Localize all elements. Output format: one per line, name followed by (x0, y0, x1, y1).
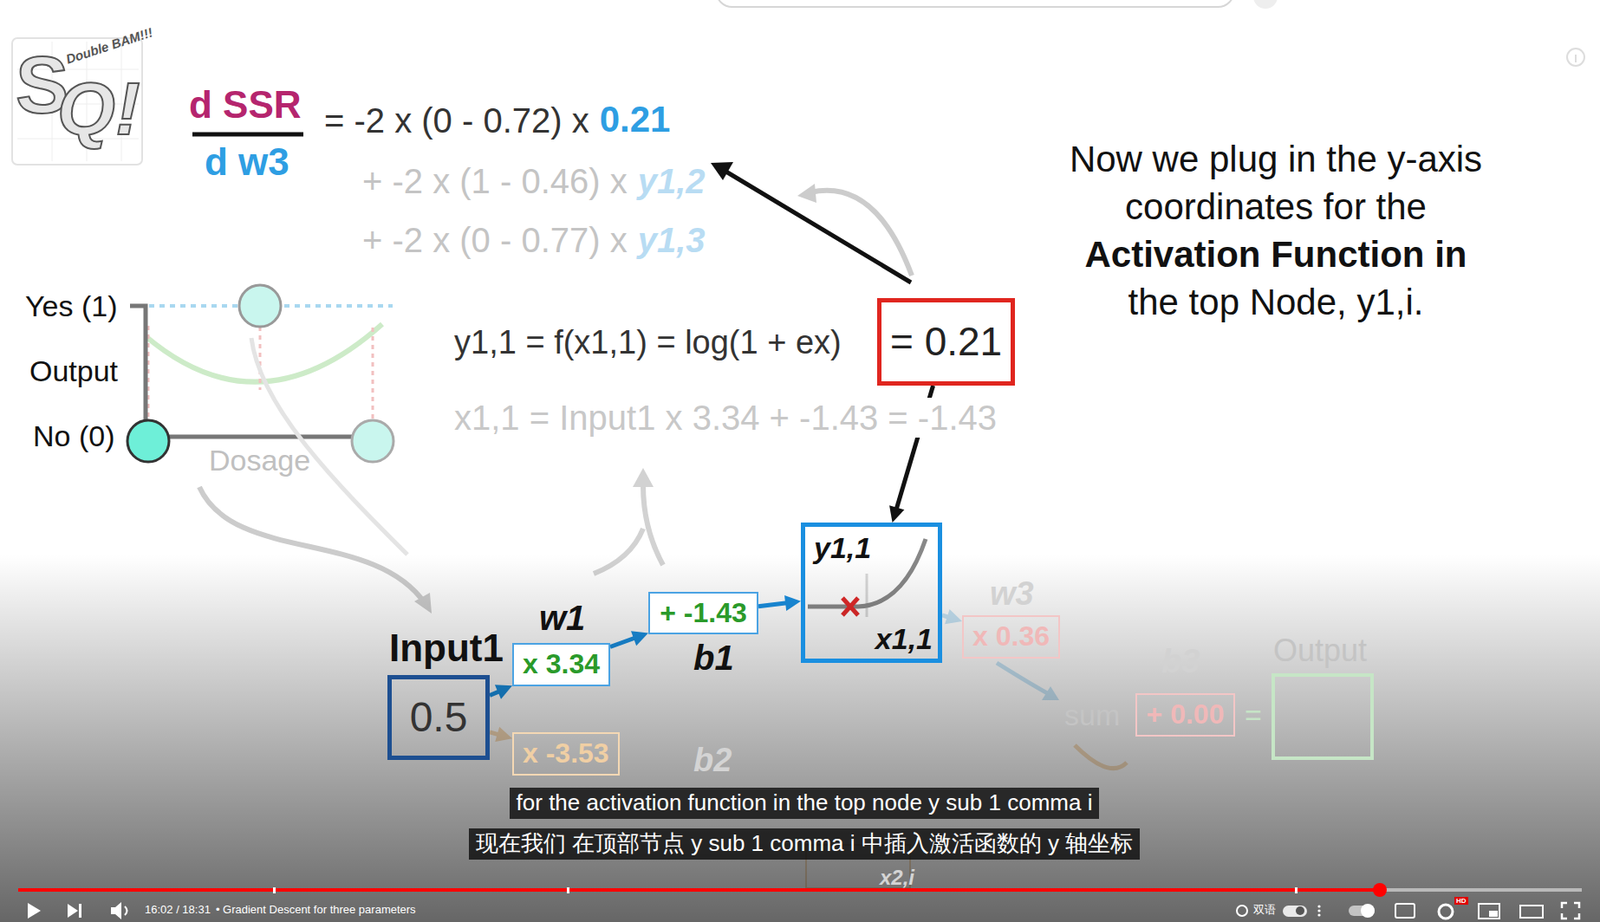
bias-label: b2 (693, 741, 732, 781)
weight-label: w1 (539, 598, 586, 638)
value-box: = 0.21 (877, 298, 1015, 386)
logo-text: Double BAM!!! (64, 24, 155, 67)
data-point (127, 420, 170, 462)
equation-symbol: y1,3 (637, 220, 706, 261)
faded-arrowhead (632, 468, 654, 488)
equation-symbol: y1,2 (637, 161, 706, 202)
leader-arrowhead (710, 162, 734, 181)
chapter-title: • Gradient Descent for three parameters (215, 904, 417, 918)
narration-text: the top Node, y1,i. (1128, 281, 1425, 324)
leader-arrow (724, 170, 911, 283)
chapter-gap (1294, 887, 1298, 894)
bias-box: + 0.00 (1135, 693, 1236, 737)
weight-box: x -3.53 (512, 732, 620, 776)
input-heading: Input1 (389, 627, 504, 670)
data-point (239, 285, 281, 327)
weight-box: x 3.34 (512, 643, 611, 687)
weight-label: w3 (989, 575, 1035, 614)
toggle (1282, 905, 1308, 918)
progress-played (18, 888, 1380, 892)
logo-letter: Q! (57, 65, 141, 152)
equals-sign: = (1244, 698, 1262, 733)
output-box: Output (1271, 673, 1374, 761)
menu-dots (1317, 909, 1321, 912)
narration-text: Activation Function in (1085, 234, 1468, 276)
weight-box: x 0.36 (962, 615, 1061, 659)
weight-value: x 3.34 (522, 649, 600, 680)
chapter-gap (273, 887, 276, 894)
weight-value: x 0.36 (972, 621, 1050, 652)
info-icon (1574, 54, 1577, 63)
axis-label: x1,1 (875, 623, 933, 656)
time-display: 16:02 / 18:31 (144, 904, 211, 918)
subtitle: for the activation function in the top n… (509, 787, 1100, 820)
green-curve (145, 324, 383, 383)
bias-value: + 0.00 (1146, 699, 1225, 730)
activation-node: y1,1 x1,1 (800, 522, 943, 664)
narration-text: coordinates for the (1125, 186, 1427, 228)
play-icon (27, 903, 41, 919)
bias-value: + -1.43 (659, 598, 748, 629)
derivative-denominator: d w3 (204, 140, 290, 185)
toggle (1295, 906, 1305, 916)
bias-box: + -1.43 (648, 591, 759, 635)
equation-value: 0.21 (599, 98, 671, 141)
axis-label: Dosage (208, 443, 311, 478)
hd-badge: HD (1454, 897, 1469, 905)
arrowhead (889, 505, 905, 523)
fraction-bar (192, 132, 304, 137)
residual-line (371, 327, 375, 422)
globe-icon (1236, 905, 1248, 917)
axis-label: y1,1 (813, 532, 872, 565)
next-icon (67, 904, 79, 918)
subtitle: 现在我们 在顶部节点 y sub 1 comma i 中插入激活函数的 y 轴坐… (468, 828, 1140, 860)
progress-track (18, 888, 1582, 892)
language-label: 双语 (1253, 904, 1276, 918)
data-point (351, 420, 394, 462)
player-gradient (0, 554, 1600, 922)
weight-value: x -3.53 (522, 738, 610, 769)
bias-label: b3 (1161, 643, 1200, 682)
equation-term: + -2 x (0 - 0.77) x (362, 220, 628, 261)
volume-icon (110, 902, 122, 920)
captions-icon (1395, 904, 1415, 918)
menu-dots (1317, 913, 1321, 917)
search-bar (715, 0, 1235, 7)
faded-arrowhead (797, 183, 817, 203)
input-formula: x1,1 = Input1 x 3.34 + -1.43 = -1.43 (454, 397, 997, 438)
volume-icon (124, 906, 128, 916)
next-icon (78, 904, 82, 918)
search-button (1253, 0, 1278, 9)
progress-dot (1372, 883, 1387, 898)
activation-formula: y1,1 = f(x1,1) = log(1 + ex) (454, 324, 842, 363)
axis-label: No (0) (32, 419, 115, 454)
derivative-numerator: d SSR (188, 83, 302, 128)
axis-label: x2,i (879, 865, 915, 891)
input-value: 0.5 (409, 695, 469, 742)
miniplayer-icon (1489, 910, 1498, 918)
menu-dots (1317, 904, 1321, 908)
autoplay-toggle (1360, 904, 1375, 918)
miniplayer-icon (1478, 904, 1500, 919)
value-text: = 0.21 (890, 319, 1002, 365)
fullscreen-icon (1561, 903, 1580, 919)
settings-icon (1438, 904, 1453, 919)
sum-label: sum (1064, 698, 1120, 733)
output-heading: Output (1273, 633, 1367, 669)
axis-label: Output (29, 354, 118, 389)
input-box: Input10.5 (387, 675, 490, 761)
theater-icon (1520, 905, 1543, 918)
narration-text: Now we plug in the y-axis (1069, 138, 1483, 181)
equation-term: + -2 x (1 - 0.46) x (362, 161, 628, 202)
chapter-gap (566, 887, 570, 894)
info-icon (1567, 48, 1585, 66)
residual-line (259, 326, 262, 391)
bias-label: b1 (693, 637, 735, 678)
equation-term: = -2 x (0 - 0.72) x (324, 100, 590, 141)
axis-label: Yes (1) (25, 289, 118, 324)
